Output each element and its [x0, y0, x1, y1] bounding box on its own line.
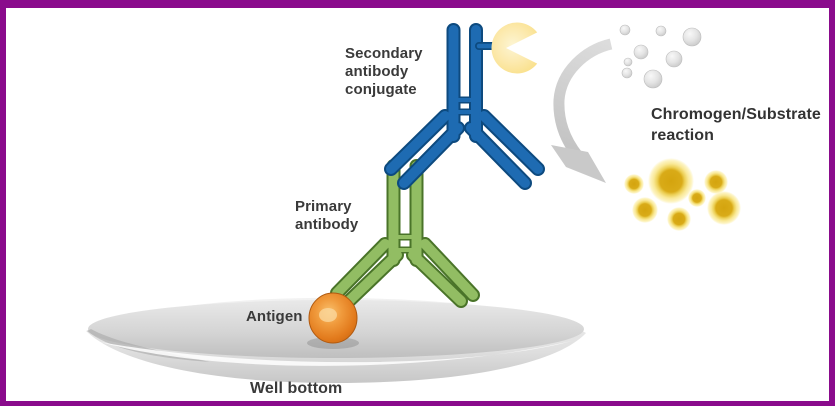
enzyme-icon [475, 22, 550, 74]
secondary-antibody-label-line1: Secondary [345, 45, 423, 62]
primary-antibody-label: Primary antibody [295, 198, 358, 234]
chromogen-substrate-label-line1: Chromogen/Substrate [651, 106, 821, 123]
secondary-antibody-label-line2: antibody [345, 63, 409, 80]
chromogen-substrate-label-line2: reaction [651, 127, 715, 144]
antigen-shape [308, 292, 358, 344]
primary-antibody-shape [330, 159, 480, 308]
secondary-antibody-label: Secondary antibody conjugate [345, 45, 423, 99]
chromogen-spots [624, 158, 741, 231]
substrate-bubbles [619, 24, 702, 89]
chromogen-substrate-label: Chromogen/Substrate reaction [651, 104, 821, 146]
antigen-label: Antigen [246, 308, 303, 325]
reaction-arrow [551, 38, 613, 183]
well-bottom-label: Well bottom [250, 380, 343, 397]
primary-antibody-label-line2: antibody [295, 216, 359, 233]
primary-antibody-label-line1: Primary [295, 198, 352, 215]
secondary-antibody-label-line3: conjugate [345, 81, 417, 98]
